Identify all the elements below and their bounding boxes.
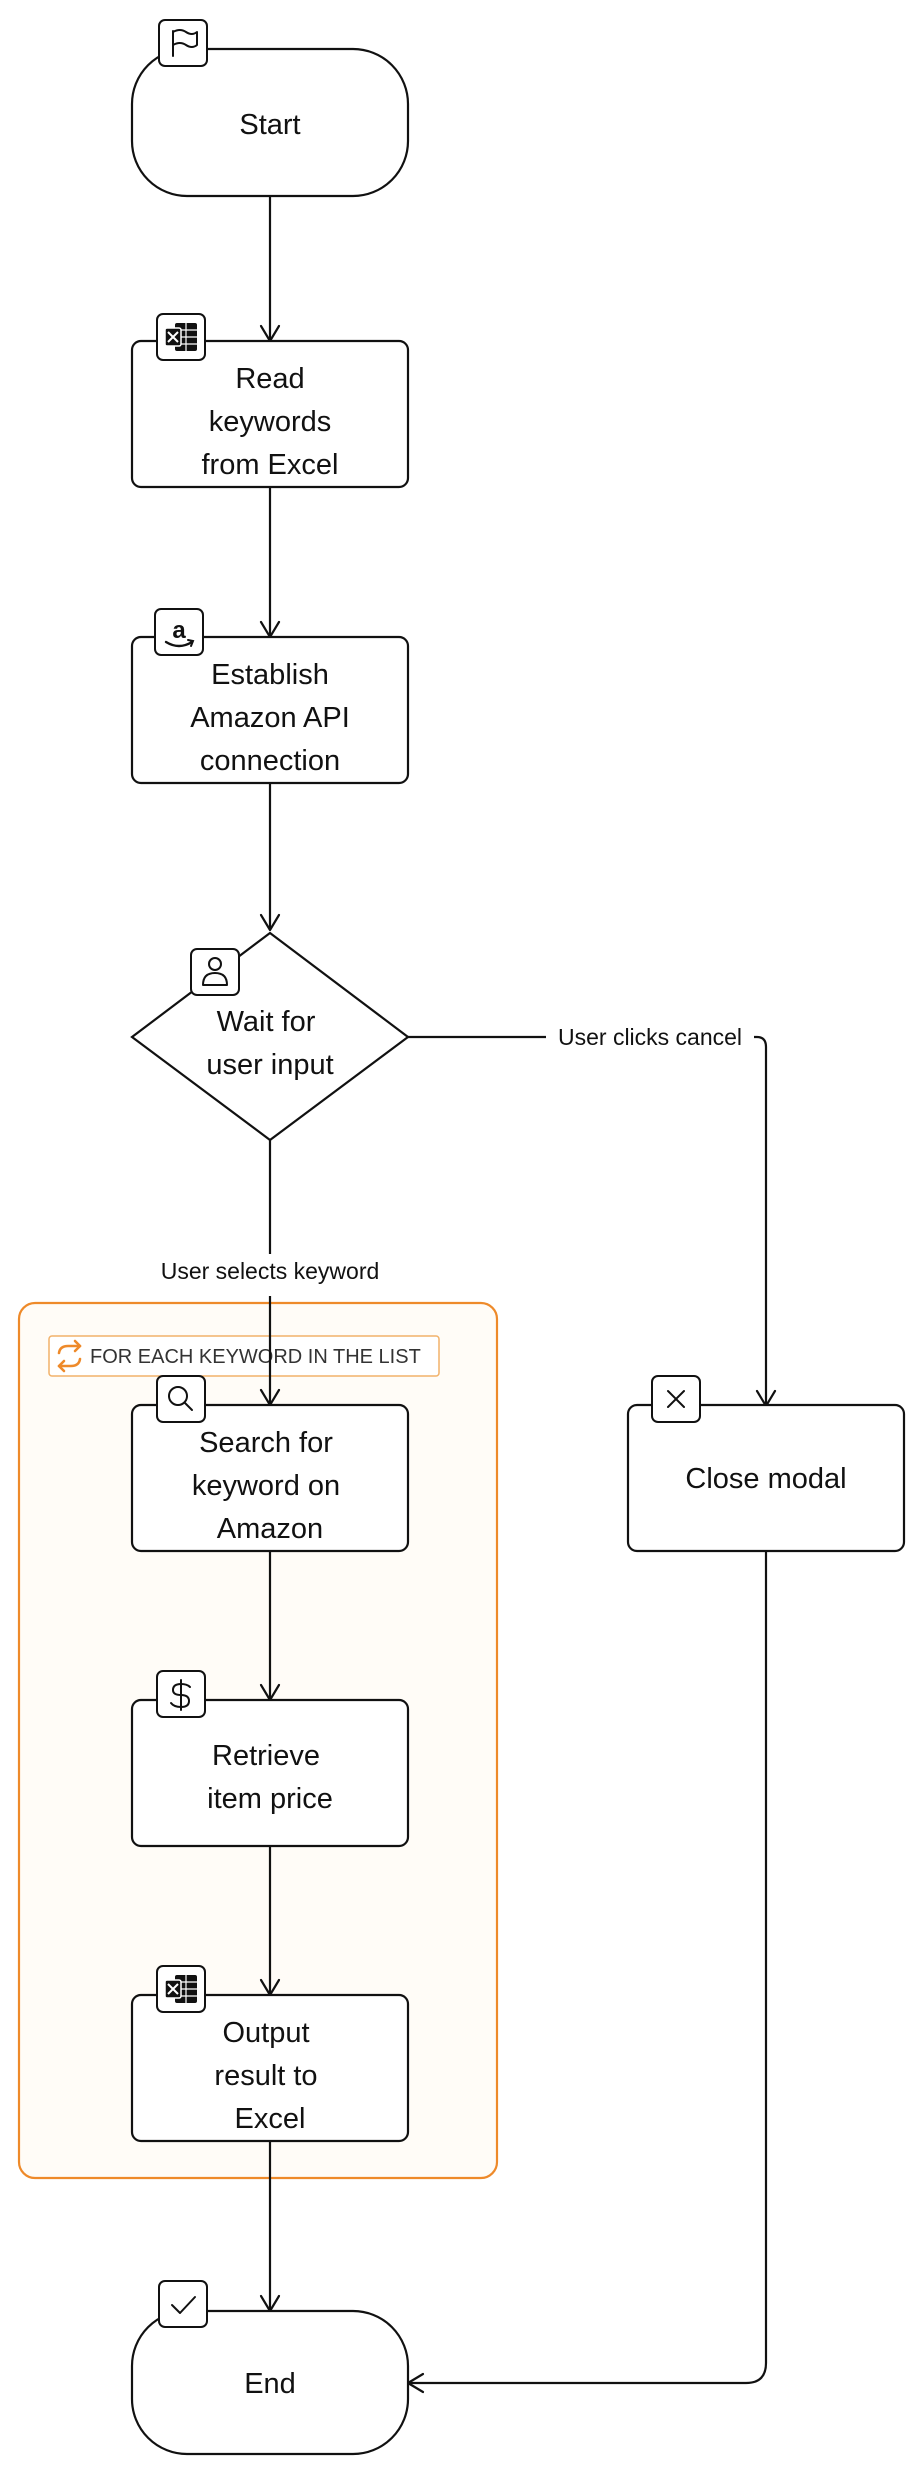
search-keyword-node: Search for keyword on Amazon — [130, 1375, 410, 1553]
search-keyword-line-2: keyword on — [192, 1470, 340, 1502]
excel-icon — [164, 1975, 197, 2003]
amazon-api-line-3: connection — [200, 745, 340, 777]
amazon-api-node: Establish Amazon API connection a — [130, 608, 410, 785]
output-result-line-2: result to — [214, 2060, 317, 2092]
output-result-line-1: Output — [222, 2017, 309, 2049]
output-result-line-3: Excel — [235, 2103, 306, 2135]
read-keywords-node: Read keywords from Excel — [130, 313, 410, 489]
retrieve-price-line-2: item price — [207, 1783, 333, 1815]
read-keywords-line-3: from Excel — [202, 449, 339, 481]
start-node-label: Start — [239, 109, 300, 141]
svg-text:a: a — [172, 617, 186, 644]
loop-label: FOR EACH KEYWORD IN THE LIST — [90, 1346, 421, 1368]
edge-label-user-selects: User selects keyword — [161, 1258, 380, 1284]
edge-wait-to-close-b — [754, 1035, 768, 1406]
amazon-api-line-2: Amazon API — [190, 702, 350, 734]
start-node: Start — [130, 19, 410, 198]
end-node-label: End — [244, 2368, 296, 2400]
search-keyword-line-1: Search for — [199, 1427, 333, 1459]
edges — [259, 196, 777, 2394]
close-icon — [667, 1390, 685, 1408]
search-keyword-line-3: Amazon — [217, 1513, 323, 1545]
amazon-api-line-1: Establish — [211, 659, 329, 691]
amazon-icon: a — [164, 617, 195, 648]
dollar-icon — [170, 1679, 191, 1711]
wait-input-node: Wait for user input — [130, 931, 410, 1142]
flag-icon — [172, 29, 198, 57]
edge-label-user-cancel: User clicks cancel — [558, 1024, 742, 1050]
excel-icon — [164, 323, 197, 351]
user-icon — [202, 957, 228, 986]
retrieve-price-node: Retrieve item price — [130, 1670, 410, 1848]
edge-close-to-end — [408, 1551, 768, 2385]
end-node: End — [130, 2280, 410, 2456]
wait-input-line-1: Wait for — [217, 1006, 316, 1038]
loop-arrows-icon — [57, 1339, 82, 1373]
close-modal-label: Close modal — [685, 1463, 846, 1495]
retrieve-price-line-1: Retrieve — [212, 1740, 320, 1772]
read-keywords-line-1: Read — [235, 363, 304, 395]
wait-input-line-2: user input — [206, 1049, 333, 1081]
loop-label-box — [48, 1335, 440, 1377]
close-modal-node: Close modal — [626, 1375, 906, 1553]
check-icon — [171, 2296, 196, 2314]
output-result-node: Output result to Excel — [130, 1965, 410, 2143]
read-keywords-line-2: keywords — [209, 406, 332, 438]
search-icon — [168, 1386, 193, 1411]
